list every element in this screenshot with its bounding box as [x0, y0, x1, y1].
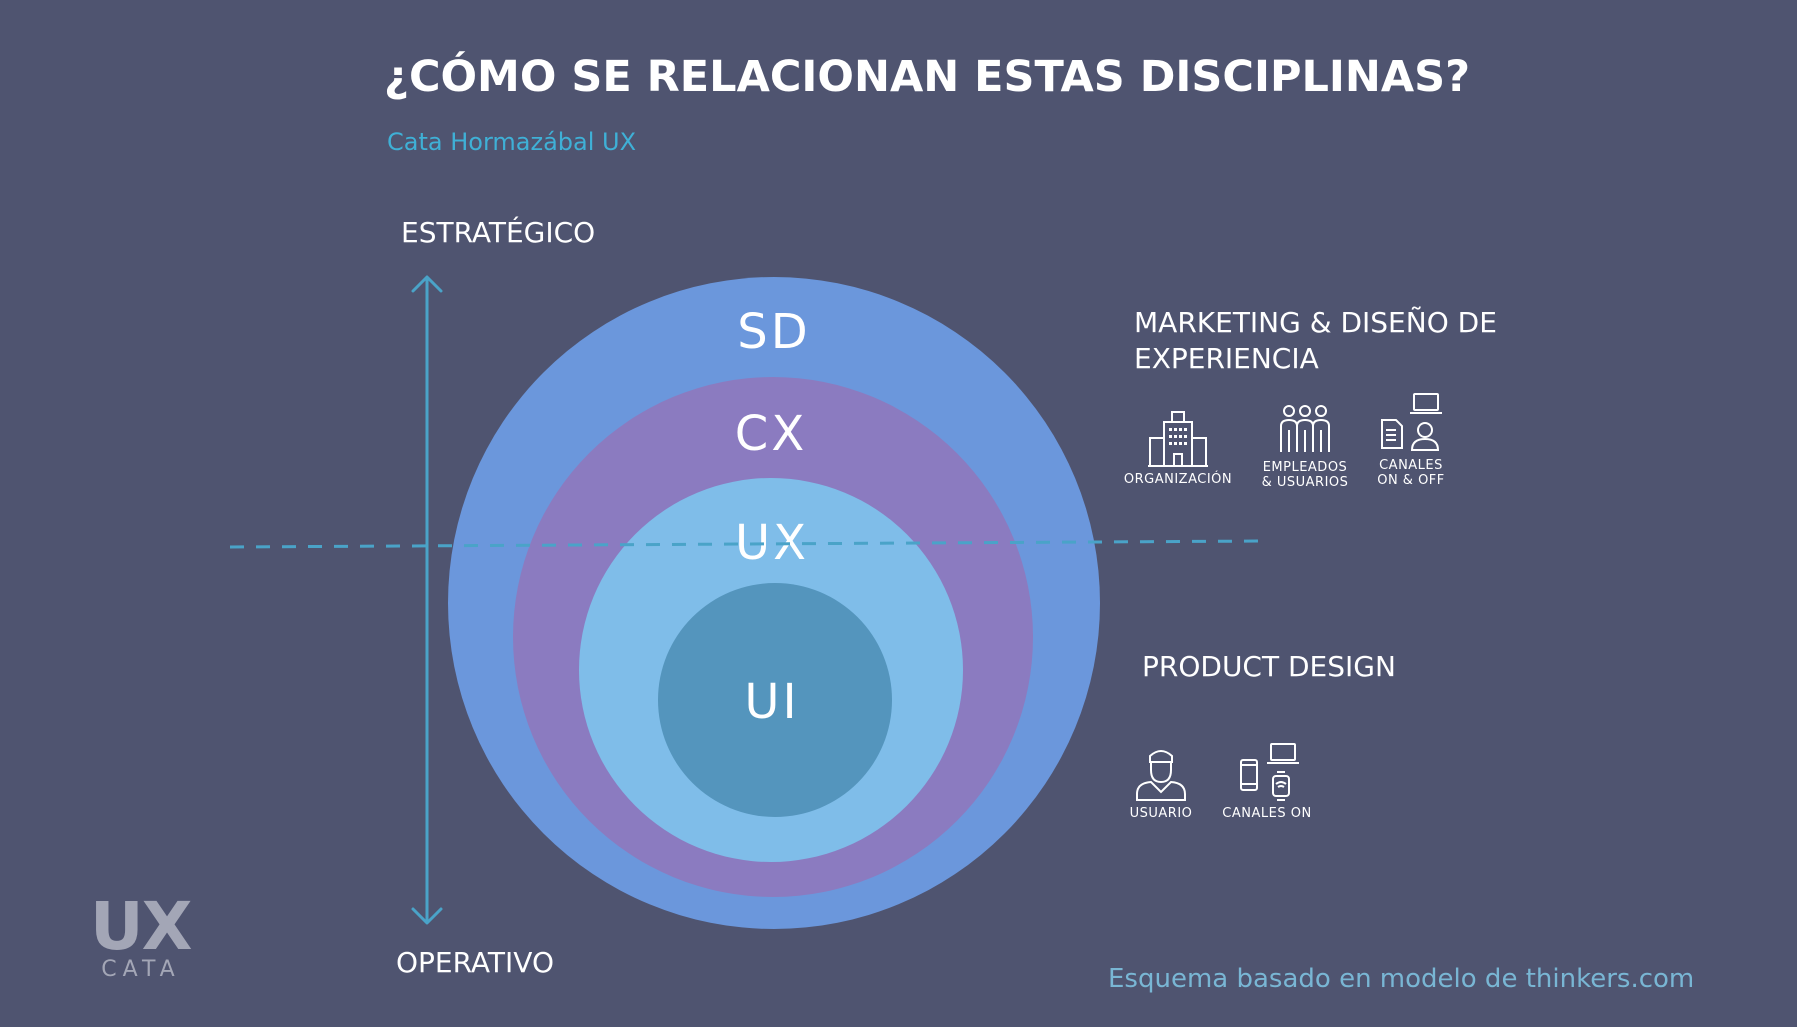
arrow-up-icon: [411, 275, 443, 293]
ux-label: UX: [735, 515, 809, 571]
channels-on-item: CANALES ON: [1212, 742, 1322, 821]
organization-caption: ORGANIZACIÓN: [1123, 472, 1233, 487]
logo-ux-text: UX: [90, 888, 192, 965]
marketing-group-title: MARKETING & DISEÑO DE EXPERIENCIA: [1134, 306, 1497, 375]
employees-users-caption: EMPLEADOS & USUARIOS: [1261, 460, 1349, 490]
ui-label: UI: [744, 674, 799, 730]
vertical-axis-arrow: [411, 275, 443, 925]
author-subtitle: Cata Hormazábal UX: [387, 128, 637, 156]
sd-label: SD: [737, 304, 810, 360]
channels-on-off-icon: [1381, 393, 1442, 451]
employees-users-item: EMPLEADOS & USUARIOS: [1250, 404, 1360, 490]
user-icon: [1136, 750, 1186, 801]
organization-item: ORGANIZACIÓN: [1118, 408, 1238, 487]
channels-on-caption: CANALES ON: [1222, 806, 1312, 821]
ui-core: [658, 583, 892, 817]
people-group-icon: [1280, 405, 1330, 452]
strategic-operative-divider: [229, 539, 1266, 549]
channels-on-off-caption: CANALES ON & OFF: [1377, 458, 1445, 488]
building-icon: [1148, 411, 1208, 467]
cx-label: CX: [735, 406, 807, 462]
arrow-down-icon: [411, 907, 443, 925]
source-credit: Esquema basado en modelo de thinkers.com: [1108, 964, 1695, 994]
ux-cata-logo: UX CATA: [90, 888, 192, 982]
page-title: ¿CÓMO SE RELACIONAN ESTAS DISCIPLINAS?: [384, 52, 1471, 102]
devices-icon: [1240, 743, 1299, 801]
channels-on-off-item: CANALES ON & OFF: [1366, 392, 1456, 488]
product-design-title: PRODUCT DESIGN: [1142, 650, 1396, 683]
axis-label-operative: OPERATIVO: [396, 946, 554, 979]
logo-cata-text: CATA: [101, 957, 181, 982]
axis-label-strategic: ESTRATÉGICO: [401, 216, 596, 249]
user-item: USUARIO: [1116, 748, 1206, 821]
user-caption: USUARIO: [1129, 806, 1193, 821]
